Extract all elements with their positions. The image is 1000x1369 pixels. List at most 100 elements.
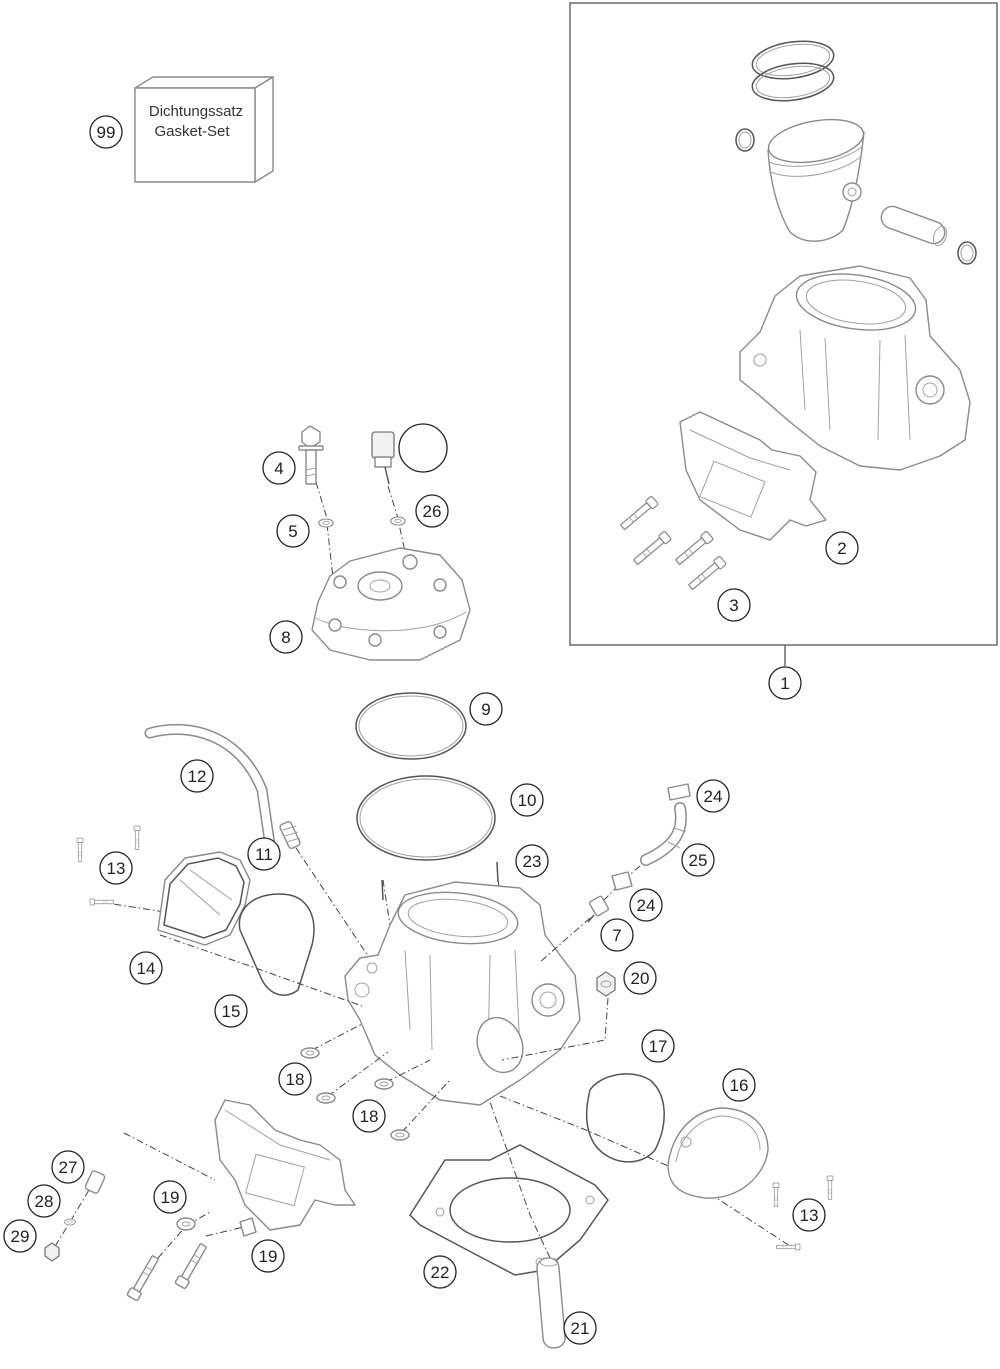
box-top-face — [134, 76, 274, 89]
callout-label: 3 — [729, 596, 738, 615]
head-bolt — [298, 425, 324, 485]
callout-label: 22 — [431, 1263, 450, 1282]
flange-bolt — [126, 1253, 162, 1302]
callout-9: 9 — [469, 692, 503, 726]
cover-bolt — [772, 1182, 780, 1207]
callout-label: 19 — [259, 1247, 278, 1266]
callout-label: 8 — [281, 628, 290, 647]
callout-label: 18 — [360, 1107, 379, 1126]
leader-flange — [123, 1132, 216, 1181]
leader-cover-14 — [159, 934, 363, 1007]
kit-bolt — [631, 530, 673, 567]
piston-pin — [880, 205, 948, 247]
callout-label: 4 — [274, 459, 283, 478]
gasket-set-box: Dichtungssatz Gasket-Set — [134, 76, 274, 183]
leader-nut-20 — [501, 997, 609, 1061]
exhaust-valve-cover-left — [157, 851, 251, 946]
callout-20: 20 — [623, 961, 657, 995]
kit-bolts — [618, 495, 728, 592]
dowel-pin-left — [381, 879, 384, 901]
kit-exhaust-flange — [679, 411, 827, 541]
exhaust-flange — [214, 1099, 356, 1231]
callout-27: 27 — [51, 1150, 85, 1184]
o-ring-9 — [355, 692, 467, 760]
cover-bolt — [89, 898, 114, 906]
callout-10: 10 — [510, 783, 544, 817]
callout-24: 24 — [696, 779, 730, 813]
washer-18 — [300, 1047, 320, 1059]
callout-label: 15 — [222, 1002, 241, 1021]
coolant-fitting — [587, 895, 610, 923]
leader-washer — [401, 1079, 451, 1133]
bracket-19 — [176, 1217, 196, 1231]
callout-99: 99 — [89, 115, 123, 149]
leader-bolt-4 — [315, 481, 334, 579]
callout-label: 13 — [107, 859, 126, 878]
callout-label: 17 — [649, 1037, 668, 1056]
flange-bolt — [174, 1241, 210, 1290]
piston-rings — [751, 40, 835, 102]
callout-label: 16 — [730, 1076, 749, 1095]
cover-bolt — [76, 837, 84, 862]
callout-label: 19 — [161, 1188, 180, 1207]
cover-gasket-right — [585, 1073, 665, 1163]
callout-7: 7 — [600, 918, 634, 952]
callout-18: 18 — [278, 1062, 312, 1096]
callout-12: 12 — [180, 759, 214, 793]
dowel-sleeve — [536, 1257, 566, 1349]
kit-cylinder — [739, 265, 971, 471]
callout-label: 20 — [631, 969, 650, 988]
highlight-ring — [398, 423, 448, 473]
hose-clamp-upper — [667, 783, 691, 801]
callout-19: 19 — [153, 1180, 187, 1214]
callout-5: 5 — [276, 514, 310, 548]
cylinder-kit-frame — [569, 2, 998, 646]
temperature-sensor — [371, 431, 395, 485]
callout-1: 1 — [768, 666, 802, 700]
washer-26 — [390, 516, 406, 526]
callout-28: 28 — [27, 1184, 61, 1218]
washer-18 — [316, 1092, 336, 1104]
leader-washer — [385, 1059, 431, 1083]
callout-label: 11 — [255, 845, 273, 864]
callout-11: 11 — [247, 837, 281, 871]
callout-label: 5 — [288, 522, 297, 541]
leader-pin-23-left — [382, 879, 391, 926]
kit-bolt — [673, 530, 715, 567]
callout-label: 9 — [481, 700, 490, 719]
piston-clip-right — [957, 241, 977, 265]
cylinder — [344, 881, 581, 1106]
callout-label: 27 — [59, 1158, 78, 1177]
callout-label: 14 — [137, 959, 156, 978]
callout-16: 16 — [722, 1068, 756, 1102]
callout-label: 28 — [35, 1192, 54, 1211]
leader-washer — [311, 1023, 363, 1051]
callout-26: 26 — [415, 494, 449, 528]
leader-fitting-7 — [539, 917, 591, 963]
piston — [767, 118, 865, 242]
callout-2: 2 — [825, 531, 859, 565]
callout-19: 19 — [251, 1239, 285, 1273]
callout-label: 7 — [612, 926, 621, 945]
callout-label: 21 — [571, 1319, 590, 1338]
cylinder-head — [311, 547, 471, 661]
cover-bolt — [776, 1243, 801, 1251]
spacer-sleeve — [84, 1170, 106, 1194]
callout-3: 3 — [717, 588, 751, 622]
callout-13: 13 — [792, 1198, 826, 1232]
box-front-face — [134, 87, 256, 183]
callout-21: 21 — [563, 1311, 597, 1345]
callout-17: 17 — [641, 1029, 675, 1063]
callout-24: 24 — [629, 888, 663, 922]
exhaust-valve-cover-right — [667, 1107, 769, 1199]
washer-28 — [64, 1218, 76, 1226]
callout-22: 22 — [423, 1255, 457, 1289]
callout-label: 23 — [523, 852, 542, 871]
o-ring-10 — [356, 775, 496, 861]
gasket-set-label-de: Dichtungssatz — [149, 103, 243, 120]
clip-19 — [239, 1217, 257, 1237]
gasket-set-label-en: Gasket-Set — [154, 123, 230, 140]
callout-8: 8 — [269, 620, 303, 654]
callout-label: 13 — [800, 1206, 819, 1225]
